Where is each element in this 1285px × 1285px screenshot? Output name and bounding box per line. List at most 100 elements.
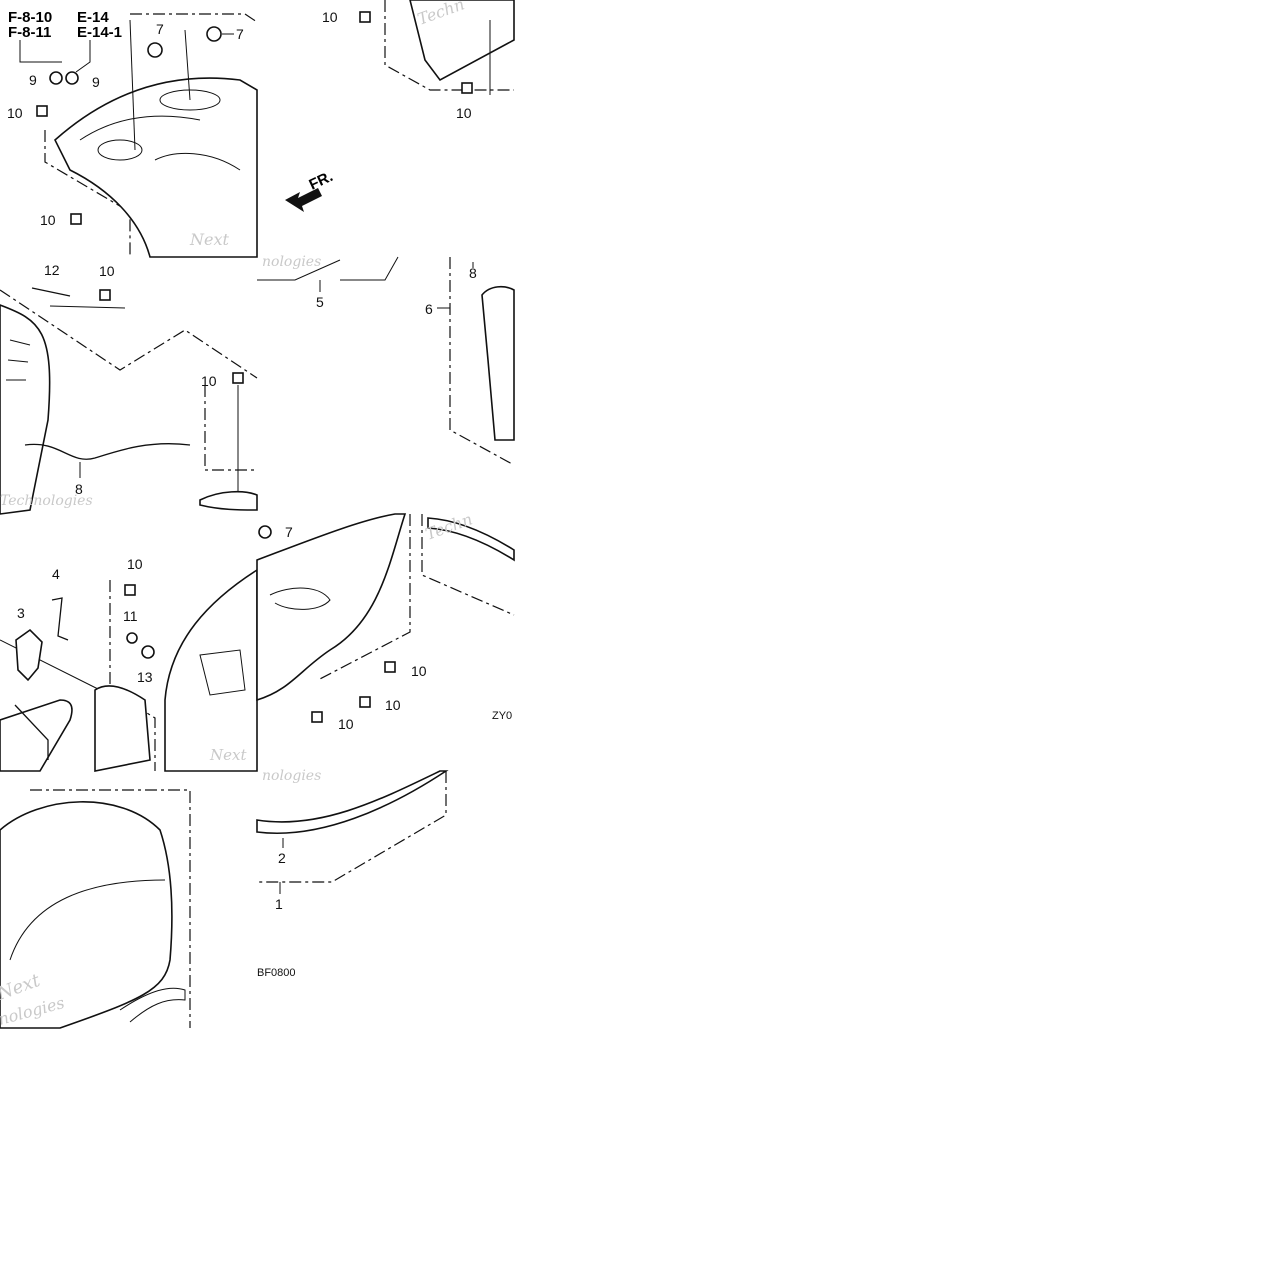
tile-middle-middle: 5 nologies 6 8 (257, 254, 515, 466)
direction-label: FR. (307, 168, 336, 194)
bolt-10 (70, 213, 82, 225)
ref-code-e14: E-14 (77, 9, 109, 26)
bracket-6 (481, 285, 515, 441)
part-number-10: 10 (7, 105, 23, 121)
part-number-7: 7 (156, 21, 164, 37)
hinge-bracket (0, 304, 51, 515)
part-number-8: 8 (75, 481, 83, 497)
leader-line (0, 639, 101, 691)
part-number-1: 1 (275, 896, 283, 912)
part-number-10: 10 (385, 697, 401, 713)
inner-box-panel (54, 77, 258, 258)
part-number-13: 13 (137, 669, 153, 685)
watermark-text: Techn (423, 509, 475, 543)
bolt-10 (99, 289, 111, 301)
part-number-6: 6 (425, 301, 433, 317)
ref-code-e141: E-14-1 (77, 24, 122, 41)
tile-bottom-middle: 2 1 BF0800 nologies (256, 768, 449, 979)
storage-box (0, 699, 73, 772)
grommet-9 (65, 71, 79, 85)
part-number-10: 10 (40, 212, 56, 228)
part-number-10: 10 (456, 105, 472, 121)
part-number-2: 2 (278, 850, 286, 866)
dash-boundary (449, 257, 515, 466)
hinge-3 (15, 628, 43, 682)
panel-opening (159, 89, 221, 111)
washer-11 (126, 632, 138, 644)
seat-trim (119, 987, 186, 1023)
seat (0, 801, 173, 1029)
part-number-7: 7 (285, 524, 293, 540)
part-number-10: 10 (322, 9, 338, 25)
part-number-10: 10 (99, 263, 115, 279)
clip-7 (258, 525, 272, 539)
front-direction-arrow-icon (285, 188, 322, 212)
panel-contour (79, 115, 201, 141)
leader-line (340, 256, 399, 281)
bolt-10 (36, 105, 48, 117)
tile-upper-middle: 10 10 FR. Techn (285, 0, 515, 212)
leader-line (19, 40, 62, 63)
leader-line (49, 305, 126, 309)
part-number-12: 12 (44, 262, 60, 278)
watermark-text: nologies (262, 254, 321, 270)
harness-wire (129, 19, 136, 151)
pin-12 (31, 287, 71, 297)
nut-13 (141, 645, 155, 659)
bolt-10 (359, 696, 371, 708)
clip-7 (147, 42, 163, 58)
rubber-seal (427, 517, 515, 562)
latch-housing (94, 685, 151, 772)
part-number-10: 10 (127, 556, 143, 572)
tile-lower-left: 3 4 10 11 13 Next (0, 556, 258, 772)
rubber-seal (199, 490, 258, 511)
panel-contour (154, 152, 241, 171)
rear-fender (256, 513, 407, 702)
clip-7 (206, 26, 222, 42)
part-number-3: 3 (17, 605, 25, 621)
spring-4 (51, 597, 69, 641)
dash-boundary (109, 580, 156, 771)
dash-boundary (0, 289, 258, 379)
leader-line (184, 29, 191, 101)
part-number-5: 5 (316, 294, 324, 310)
fender-contour (269, 587, 331, 610)
wire-8 (24, 443, 191, 460)
dash-boundary (30, 789, 191, 1028)
tile-lower-middle: 7 10 10 10 ZY0 Techn (256, 509, 515, 732)
panel-opening (97, 139, 143, 161)
diagram-code-bf: BF0800 (257, 967, 296, 979)
part-number-11: 11 (123, 608, 138, 624)
watermark-text: Next (189, 230, 229, 249)
tile-upper-left: F-8-10 F-8-11 E-14 E-14-1 7 7 9 9 10 10 … (7, 9, 258, 258)
dash-boundary (130, 13, 258, 23)
part-number-7: 7 (236, 26, 244, 42)
ref-code-f810: F-8-10 (8, 9, 52, 26)
seat-cover (164, 568, 258, 772)
part-number-10: 10 (411, 663, 427, 679)
leader-line (75, 40, 91, 73)
ref-code-f811: F-8-11 (8, 24, 51, 41)
part-number-4: 4 (52, 566, 60, 582)
bolt-10 (359, 11, 371, 23)
side-cover (409, 0, 515, 82)
bracket-ribs (6, 339, 31, 381)
dash-boundary (204, 385, 257, 471)
lock-rod (14, 704, 49, 760)
watermark-text: Next (209, 746, 247, 764)
tile-bottom-left: Next nologies (0, 789, 191, 1029)
dash-boundary (384, 0, 514, 91)
bolt-10 (461, 82, 473, 94)
part-number-9: 9 (92, 74, 100, 90)
dash-boundary (317, 514, 411, 681)
bolt-10 (124, 584, 136, 596)
dash-boundary (257, 771, 447, 883)
tile-middle-left: 8 12 10 10 Technologies (0, 262, 258, 515)
seat-contour (9, 879, 166, 961)
cover-window (199, 649, 246, 696)
part-number-9: 9 (29, 72, 37, 88)
grommet-9 (49, 71, 63, 85)
diagram-code-zy: ZY0 (492, 710, 512, 722)
dash-boundary (44, 130, 131, 257)
watermark-text: nologies (262, 768, 321, 784)
